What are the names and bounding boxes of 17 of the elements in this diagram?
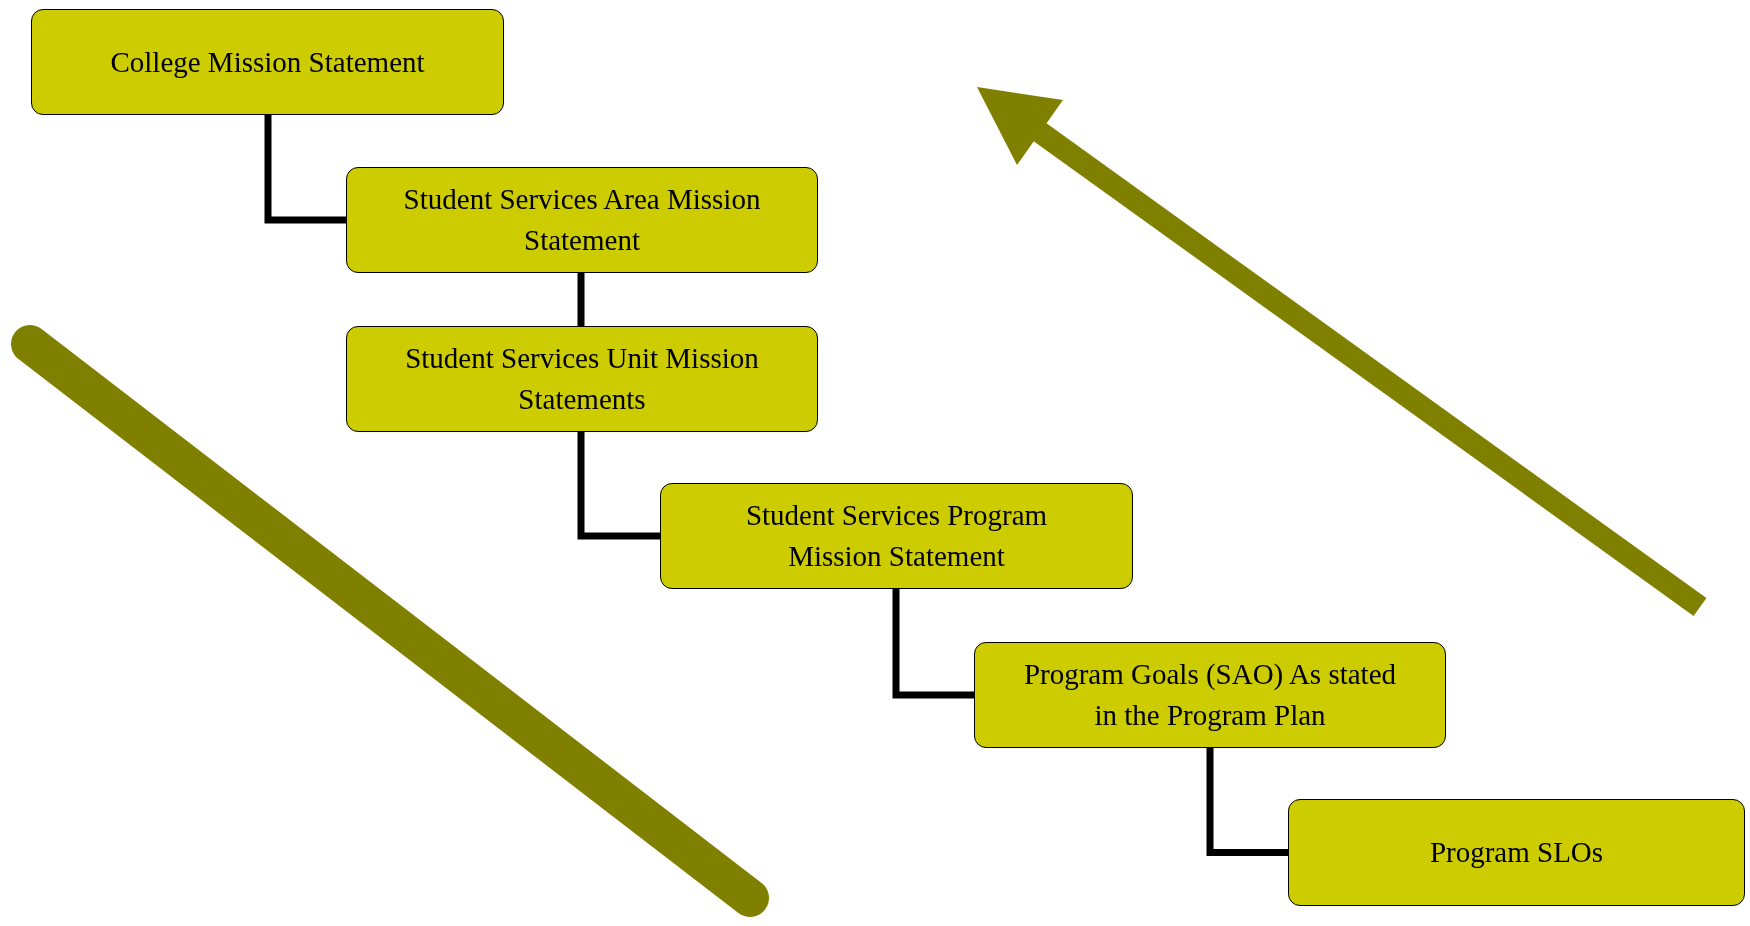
process-box [346,167,818,273]
connector-line [264,115,346,224]
box-label: College Mission Statement [110,44,425,80]
process-box [31,9,504,115]
connector-line [1206,748,1288,856]
process-box [1288,799,1745,906]
connector-line [892,589,974,699]
box-label: Student Services Unit Mission Statements [404,341,760,417]
process-box [974,642,1446,748]
box-label: Student Services Area Mission Statement [402,182,762,258]
connector-line [577,273,585,326]
process-box [660,483,1133,589]
process-box [346,326,818,432]
box-label: Student Services Program Mission Statement [744,498,1049,574]
box-label: Program Goals (SAO) As stated in the Program Plan [1022,657,1398,733]
connector-line [577,432,660,540]
box-label: Program SLOs [1429,835,1604,870]
